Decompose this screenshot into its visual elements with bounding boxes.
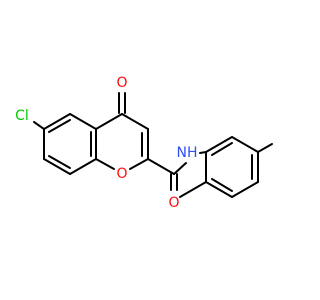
bond [231,136,259,153]
bond [95,113,123,130]
bond-methyl [257,143,273,153]
bond [173,162,187,175]
atom-label-ring-oxygen: O [116,166,127,182]
bond [43,158,71,175]
structure-diagram: Cl O O O NH [15,75,273,211]
bond-double [48,155,71,169]
bond [205,136,233,153]
bond [147,158,175,175]
bond [69,113,97,130]
bond [231,181,259,198]
bond-double [211,178,233,192]
bond [121,113,149,130]
atom-label-amide-nitrogen: NH [177,145,198,161]
bond-double [48,119,71,133]
bond-methyl [179,181,207,198]
atom-labels: Cl O O O NH [15,75,197,211]
atom-label-chlorine: Cl [15,108,29,124]
bond-cl [33,121,45,130]
bond [205,181,233,198]
bond-lines [33,92,273,198]
bond [95,158,115,170]
atom-label-amide-oxygen: O [168,195,179,211]
bond [43,113,71,130]
bond [69,158,97,175]
bond [129,158,149,170]
bond-double [211,142,233,156]
atom-label-ketone-oxygen: O [116,75,127,91]
